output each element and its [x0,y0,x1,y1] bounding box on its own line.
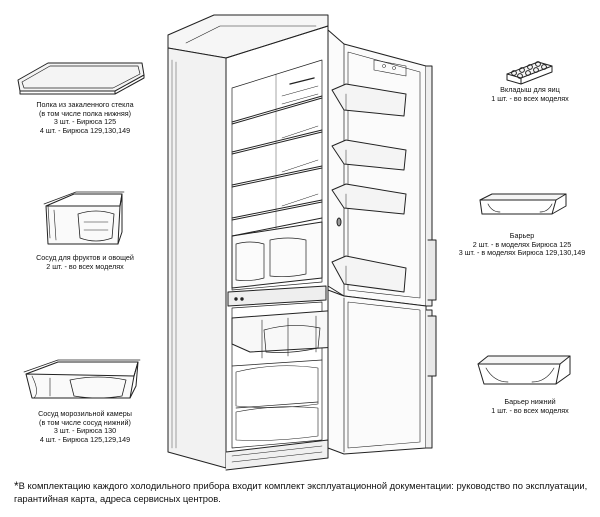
barrier-qty-1: 2 шт. - в моделях Бирюса 125 [472,239,572,249]
freezer-bin-qty-1: 3 шт. - Бирюса 130 [53,426,117,436]
fruit-bin-label: Сосуд для фруктов и овощей 2 шт. - во вс… [22,253,148,271]
bottom-barrier-icon [477,355,571,385]
barrier-qty-2: 3 шт. - в моделях Бирюса 129,130,149 [458,248,586,258]
fruit-bin-qty: 2 шт. - во всех моделях [46,261,124,271]
fruit-bin-title: Сосуд для фруктов и овощей [36,253,134,262]
footnote-text: В комплектацию каждого холодильного приб… [14,480,588,504]
footnote: *В комплектацию каждого холодильного при… [14,480,594,504]
glass-shelf-qty-1: 3 шт. - Бирюса 125 [53,117,117,127]
barrier-bottom-label: Барьер нижний 1 шт. - во всех моделях [466,397,594,415]
glass-shelf-icon [17,62,145,95]
glass-shelf-qty-2: 4 шт. - Бирюса 129,130,149 [39,125,131,135]
freezer-bin-title: Сосуд морозильной камеры [38,409,132,418]
freezer-bin-qty-2: 4 шт. - Бирюса 125,129,149 [39,434,131,444]
egg-tray-icon [506,61,553,85]
egg-tray-qty: 1 шт. - во всех моделях [491,93,569,103]
barrier-bottom-title: Барьер нижний [504,397,556,406]
freezer-bin-icon [23,359,141,399]
barrier-label: Барьер 2 шт. - в моделях Бирюса 125 3 шт… [448,231,596,258]
egg-tray-title: Вкладыш для яиц [500,85,560,94]
egg-tray-label: Вкладыш для яиц 1 шт. - во всех моделях [470,85,590,103]
fruit-bin-icon [43,191,125,245]
footnote-asterisk: * [14,479,19,493]
door-barrier-icon [479,193,567,215]
freezer-bin-note: (в том числе сосуд нижний) [39,417,131,427]
glass-shelf-title: Полка из закаленного стекла [36,100,134,109]
barrier-bottom-qty: 1 шт. - во всех моделях [491,405,569,415]
glass-shelf-note: (в том числе полка нижняя) [38,108,132,118]
freezer-bin-label: Сосуд морозильной камеры (в том числе со… [12,409,158,444]
glass-shelf-label: Полка из закаленного стекла (в том числе… [12,100,158,135]
refrigerator-illustration [167,14,437,471]
fridge-lamp [289,77,315,85]
barrier-title: Барьер [509,231,535,240]
